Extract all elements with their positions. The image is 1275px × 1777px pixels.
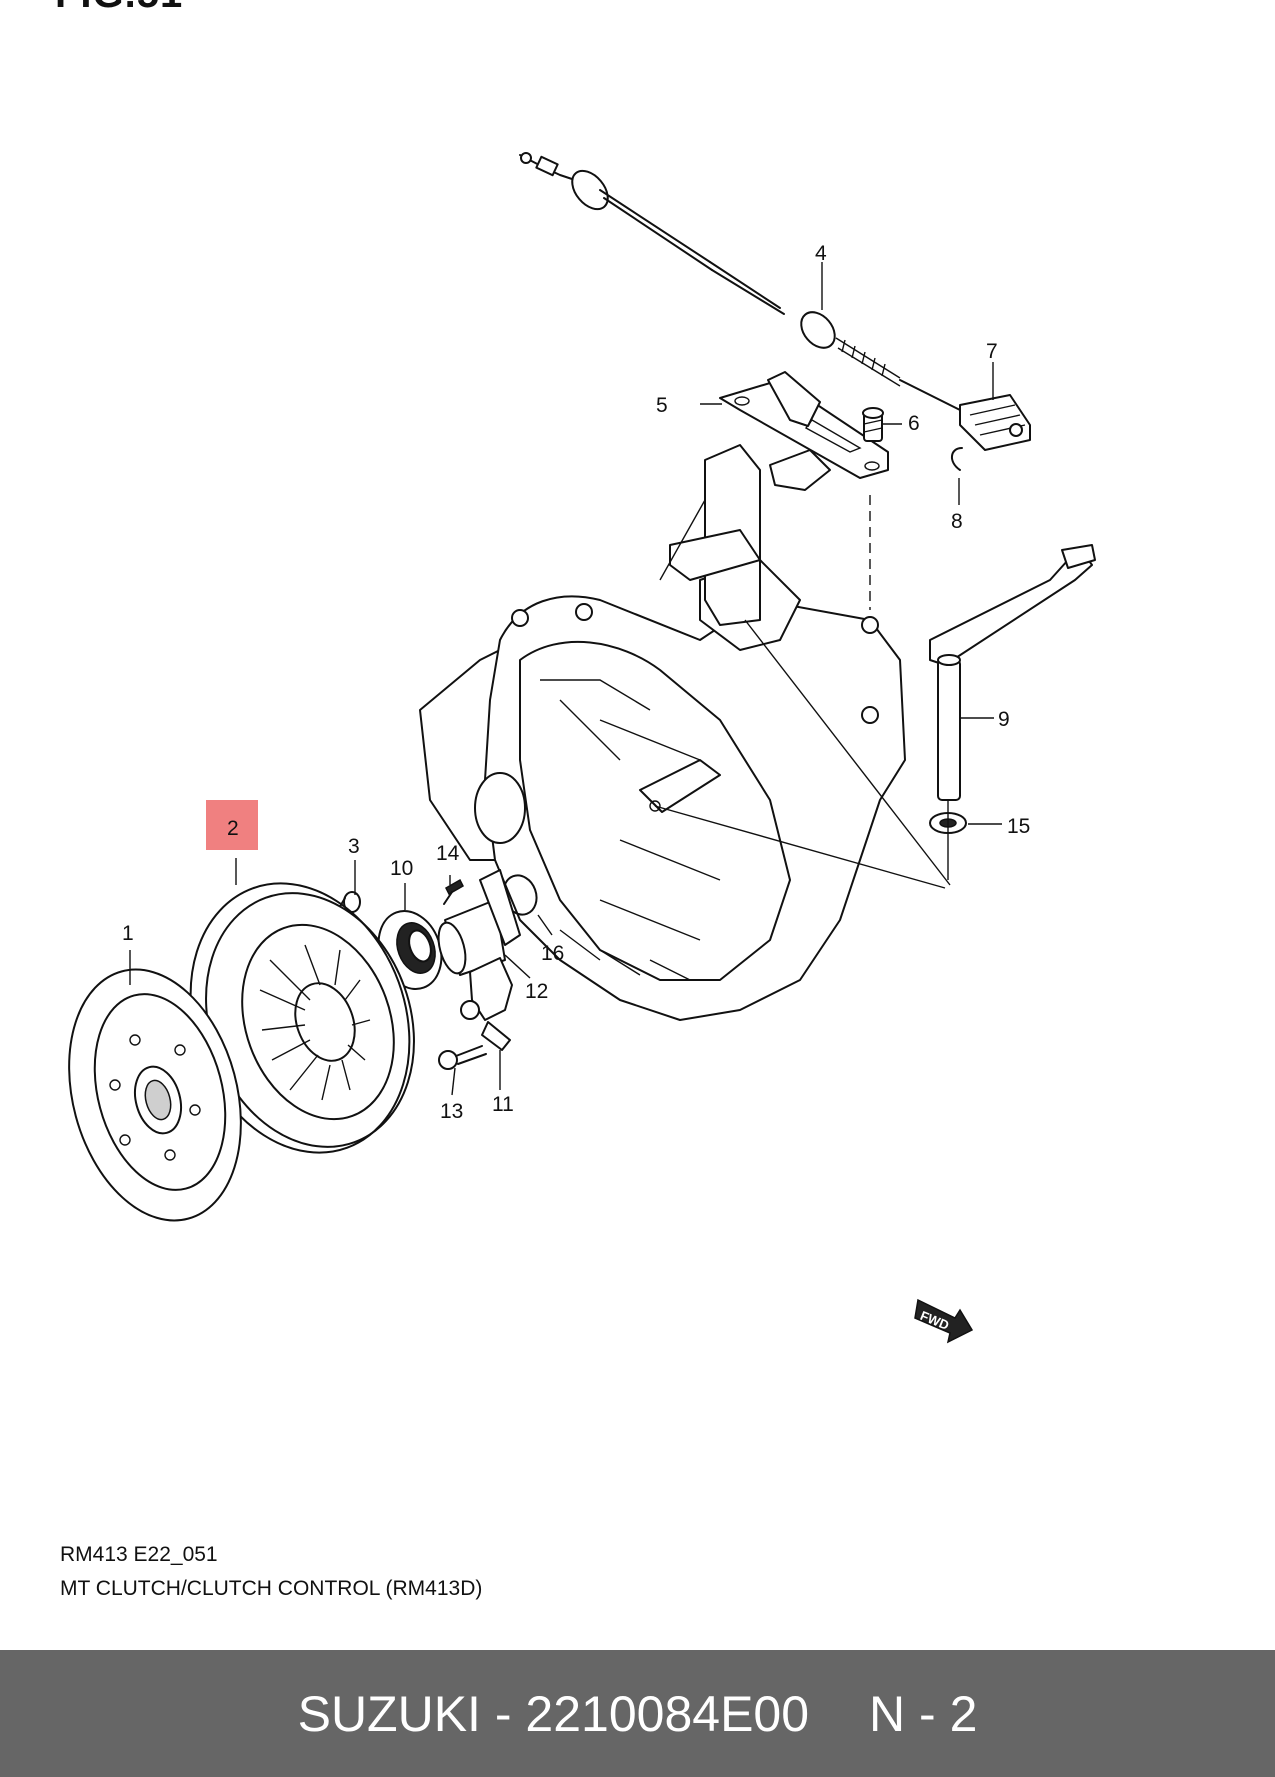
callout-3[interactable]: 3 (348, 835, 360, 858)
bolt-13 (438, 1045, 487, 1070)
callout-6[interactable]: 6 (908, 412, 920, 435)
bolt-6 (862, 407, 884, 442)
figure-title: MT CLUTCH/CLUTCH CONTROL (RM413D) (60, 1577, 483, 1600)
footer-bar: SUZUKI - 2210084E00 N - 2 (0, 1650, 1275, 1777)
callout-16[interactable]: 16 (541, 942, 564, 965)
clutch-disc (68, 968, 242, 1222)
fwd-arrow: FWD (914, 1298, 974, 1344)
bearing-guide (437, 869, 521, 976)
callout-4[interactable]: 4 (815, 242, 827, 265)
footer-separator: - (494, 1685, 512, 1742)
fwd-label: FWD (918, 1308, 951, 1333)
callout-12[interactable]: 12 (525, 980, 548, 1003)
callout-11[interactable]: 11 (492, 1093, 514, 1116)
callout-14[interactable]: 14 (436, 842, 460, 865)
footer-part-number: 2210084E00 (525, 1685, 810, 1742)
release-shaft (929, 544, 1096, 801)
cable-bracket (719, 371, 889, 479)
clutch-cable (519, 152, 1031, 471)
callout-7[interactable]: 7 (986, 340, 998, 363)
release-fork (460, 957, 513, 1051)
figure-heading: FIG.51 (55, 0, 183, 17)
footer-brand: SUZUKI (297, 1685, 481, 1742)
callout-15[interactable]: 15 (1007, 815, 1030, 838)
callout-8[interactable]: 8 (951, 510, 963, 533)
leader-lines (129, 262, 1002, 1096)
parts-diagram: FIG.51 (55, 0, 1096, 1600)
callout-2[interactable]: 2 (227, 817, 239, 840)
transmission-case (419, 444, 951, 1021)
callout-9[interactable]: 9 (998, 708, 1010, 731)
figure-code: RM413 E22_051 (60, 1543, 218, 1566)
exploded-view-drawing: FWD 1 2 3 4 5 6 7 8 9 10 11 12 13 14 15 … (68, 152, 1096, 1344)
callout-1[interactable]: 1 (122, 922, 134, 945)
callout-10[interactable]: 10 (390, 857, 413, 880)
callout-13[interactable]: 13 (440, 1100, 463, 1123)
callout-2-highlight (206, 800, 258, 850)
bolt-14 (443, 878, 464, 905)
callout-5[interactable]: 5 (656, 394, 668, 417)
footer-ref: N - 2 (869, 1685, 978, 1742)
